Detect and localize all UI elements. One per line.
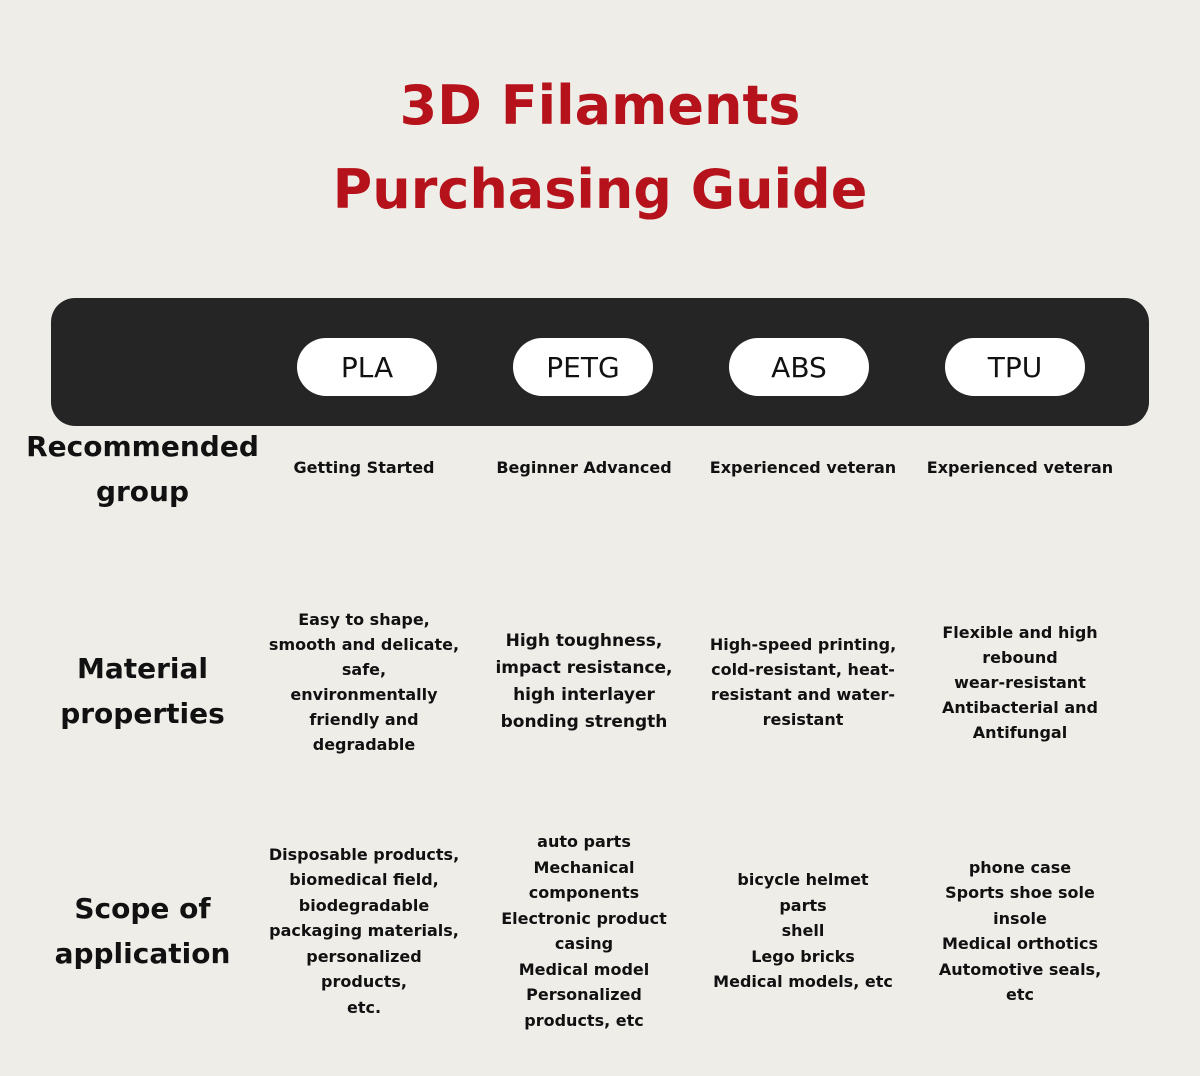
material-pill-tpu: TPU (945, 338, 1085, 396)
material-pill-petg: PETG (513, 338, 653, 396)
cell-scope-pla: Disposable products, biomedical field, b… (268, 844, 460, 1017)
cell-properties-tpu: Flexible and high rebound wear-resistant… (941, 622, 1098, 742)
cell-recommended-abs: Experienced veteran (709, 458, 897, 477)
row-label-recommended-group: Recommended group (26, 430, 259, 508)
cell-scope-petg: auto parts Mechanical components Electro… (501, 832, 667, 1030)
cell-scope-tpu: phone case Sports shoe sole insole Medic… (938, 857, 1102, 1005)
row-label-material-properties: Material properties (60, 652, 225, 730)
row-label-scope-of-application: Scope of application (54, 892, 231, 970)
cell-recommended-pla: Getting Started (293, 458, 435, 477)
cell-properties-pla: Easy to shape, smooth and delicate, safe… (268, 610, 460, 754)
cell-recommended-petg: Beginner Advanced (496, 458, 672, 477)
material-pill-abs: ABS (729, 338, 869, 396)
cell-properties-petg: High toughness, impact resistance, high … (495, 631, 673, 732)
page-title-line-1: 3D Filaments (399, 74, 801, 137)
page-title-line-2: Purchasing Guide (332, 158, 868, 221)
cell-scope-abs: bicycle helmet parts shell Lego bricks M… (713, 870, 893, 992)
cell-recommended-tpu: Experienced veteran (926, 458, 1114, 477)
material-pill-pla: PLA (297, 338, 437, 396)
cell-properties-abs: High-speed printing, cold-resistant, hea… (709, 635, 897, 729)
